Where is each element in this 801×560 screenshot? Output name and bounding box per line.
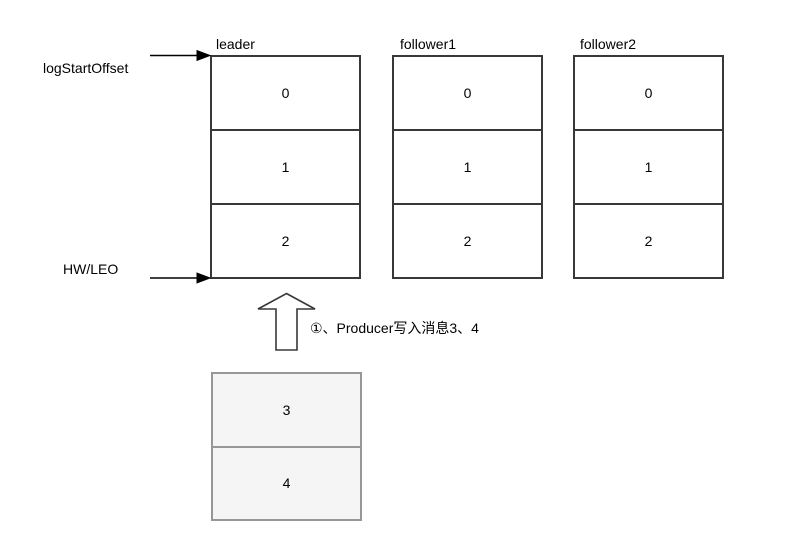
log-cell: 1 — [212, 129, 359, 203]
log-cell: 2 — [575, 203, 722, 277]
producer-message-box: 3 4 — [211, 372, 362, 521]
partition-title-follower2: follower2 — [580, 36, 637, 52]
log-cell: 0 — [644, 85, 653, 101]
log-cell: 2 — [212, 203, 359, 277]
log-cell: 0 — [463, 85, 472, 101]
partition-title-follower1: follower1 — [400, 36, 457, 52]
log-start-offset-arrow — [150, 49, 212, 62]
log-cell: 0 — [281, 85, 290, 101]
log-start-offset-label: logStartOffset — [43, 60, 129, 76]
partition-title-leader: leader — [216, 36, 255, 52]
log-cell: 2 — [394, 203, 541, 277]
producer-note-label: ①、Producer写入消息3、4 — [310, 320, 479, 336]
hw-leo-label: HW/LEO — [63, 261, 119, 277]
producer-cell: 3 — [282, 401, 291, 418]
producer-up-arrow — [257, 292, 316, 351]
producer-cell: 4 — [213, 445, 360, 520]
log-box-follower2: 0 1 2 — [573, 55, 724, 279]
log-box-leader: 0 1 2 — [210, 55, 361, 279]
log-cell: 1 — [394, 129, 541, 203]
hw-leo-arrow — [150, 272, 212, 284]
log-box-follower1: 0 1 2 — [392, 55, 543, 279]
log-cell: 1 — [575, 129, 722, 203]
